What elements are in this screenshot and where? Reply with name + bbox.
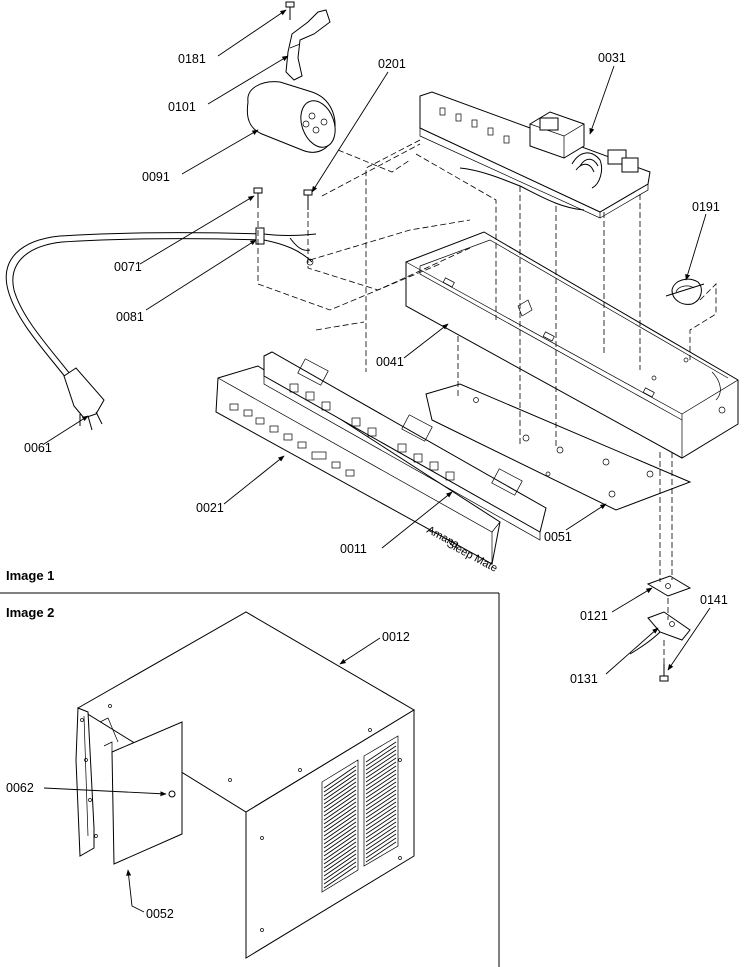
leader-lines-image2 (43, 637, 381, 913)
louver-slat (323, 773, 357, 797)
part-label: 0091 (142, 170, 170, 184)
louver-slat (323, 825, 357, 849)
louver-slat (365, 781, 397, 803)
louver-slat (323, 801, 357, 825)
bracket-0121 (646, 575, 692, 597)
part-label: 0021 (196, 501, 224, 515)
louver-slat (365, 793, 397, 815)
part-label: 0121 (580, 609, 608, 623)
clip-0191 (665, 278, 705, 305)
section-label-image2: Image 2 (6, 605, 54, 620)
louver-slat (323, 777, 357, 801)
louver-slat (365, 785, 397, 807)
bracket-0101 (285, 9, 331, 81)
cabinet-0012 (75, 611, 415, 959)
control-board-0031 (419, 91, 651, 219)
louver-slat (365, 813, 397, 835)
screw-0201 (303, 189, 313, 210)
louver-slat (323, 797, 357, 821)
part-label: 0071 (114, 260, 142, 274)
screw-0062 (168, 790, 176, 798)
louver-slat (365, 833, 397, 855)
louver-slat (323, 857, 357, 881)
louver-slat (365, 809, 397, 831)
louver-slat (323, 821, 357, 845)
louver-slat (323, 837, 357, 861)
part-label: 0061 (24, 441, 52, 455)
screw-0181 (285, 1, 295, 20)
louver-slat (323, 785, 357, 809)
part-label: 0041 (376, 355, 404, 369)
power-cord-0061 (5, 232, 263, 431)
part-label: 0062 (6, 781, 34, 795)
louver-slat (365, 773, 397, 795)
louver-slat (365, 741, 397, 763)
capacitor-0091 (246, 81, 336, 153)
part-label: 0141 (700, 593, 728, 607)
louver-slat (323, 849, 357, 873)
louver-slat (365, 841, 397, 863)
louver-slat (323, 833, 357, 857)
louver-slat (323, 781, 357, 805)
louver-slat (323, 853, 357, 877)
louver-slat (365, 765, 397, 787)
section-label-image1: Image 1 (6, 568, 54, 583)
part-label: 0052 (146, 907, 174, 921)
part-label: 0081 (116, 310, 144, 324)
assembly-lines (257, 139, 717, 664)
louver-slat (365, 777, 397, 799)
housing-0041 (405, 231, 739, 459)
louver-slat (365, 797, 397, 819)
louver-slat (323, 789, 357, 813)
louver-slat (323, 813, 357, 837)
part-label: 0012 (382, 630, 410, 644)
screw-0071 (253, 187, 263, 208)
screw-0141 (659, 664, 669, 682)
cable-clamp-0081 (255, 227, 317, 266)
louver-slat (323, 765, 357, 789)
louver-slat (323, 793, 357, 817)
louver-slat (323, 865, 357, 889)
louver-slat (323, 845, 357, 869)
base-plate-0051 (425, 383, 692, 511)
louver-slats (323, 741, 397, 889)
image2-frame (0, 592, 500, 967)
part-labels-image1: 0181 0101 0091 0201 0031 0071 0081 0191 … (24, 51, 728, 686)
louver-slat (365, 821, 397, 843)
leader-lines-image1 (43, 9, 711, 675)
louver-slat (365, 761, 397, 783)
louver-slat (365, 753, 397, 775)
part-label: 0101 (168, 100, 196, 114)
louver-slat (365, 829, 397, 851)
louver-slat (323, 861, 357, 885)
louver-slat (365, 817, 397, 839)
louver-slat (365, 745, 397, 767)
louver-slat (323, 805, 357, 829)
louver-slat (365, 825, 397, 847)
part-label: 0051 (544, 530, 572, 544)
louver-slat (323, 769, 357, 793)
holder-0131 (629, 611, 691, 655)
part-label: 0031 (598, 51, 626, 65)
louver-slat (323, 841, 357, 865)
louver-slat (365, 837, 397, 859)
louver-slat (323, 817, 357, 841)
part-label: 0181 (178, 52, 206, 66)
louver-slat (365, 805, 397, 827)
part-label: 0131 (570, 672, 598, 686)
part-label: 0201 (378, 57, 406, 71)
louver-slat (365, 757, 397, 779)
part-label: 0191 (692, 200, 720, 214)
part-labels-image2: 0012 0062 0052 (6, 630, 410, 921)
louver-slat (365, 789, 397, 811)
louver-slat (365, 749, 397, 771)
louver-slat (323, 809, 357, 833)
louver-slat (365, 801, 397, 823)
part-label: 0011 (340, 542, 367, 556)
switch-board-0011 (263, 351, 547, 541)
louver-slat (323, 829, 357, 853)
louver-slat (365, 769, 397, 791)
